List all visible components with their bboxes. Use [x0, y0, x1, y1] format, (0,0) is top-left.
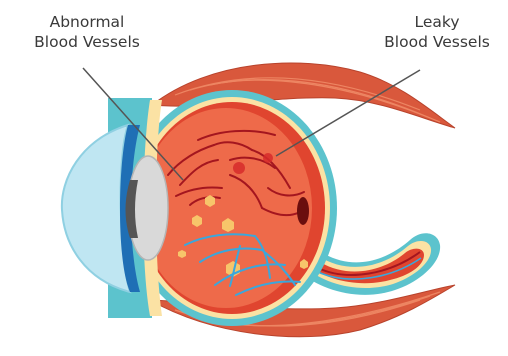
leaky-spot-1	[233, 162, 245, 174]
cornea	[62, 125, 130, 292]
leaky-spot-2	[263, 153, 273, 163]
optic-disc	[297, 197, 309, 225]
